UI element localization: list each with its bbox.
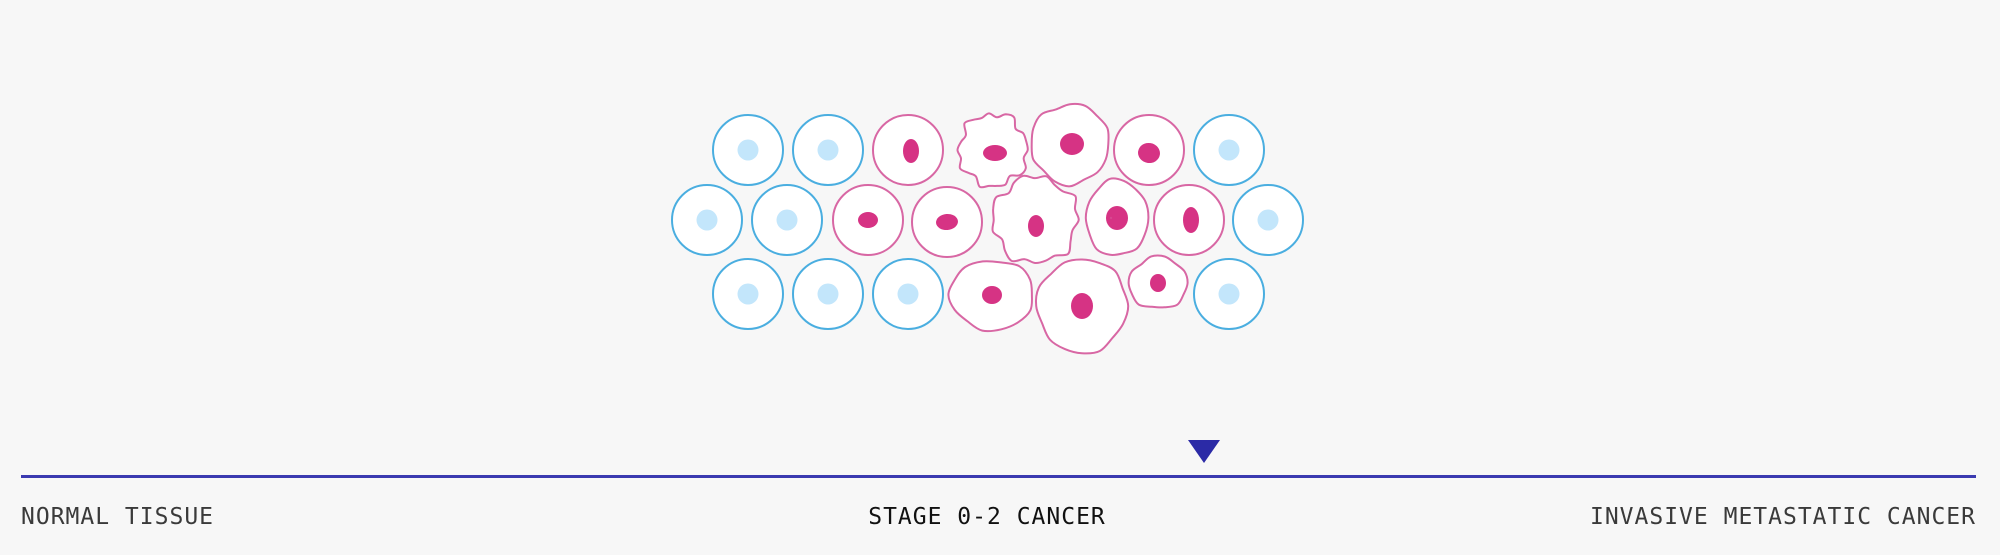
cancer-cell xyxy=(991,174,1080,265)
normal-cell-nucleus xyxy=(1218,139,1240,161)
cancer-cell xyxy=(1127,254,1189,309)
cancer-cell xyxy=(1035,258,1130,355)
cancer-cell xyxy=(956,112,1029,189)
cancer-cell-nucleus xyxy=(858,212,878,228)
normal-cell xyxy=(872,258,944,330)
normal-tissue-label: NORMAL TISSUE xyxy=(21,504,215,530)
normal-cell-nucleus xyxy=(817,139,839,161)
cancer-cell-nucleus xyxy=(1028,215,1044,237)
cancer-cell xyxy=(1113,114,1185,186)
normal-cell-nucleus xyxy=(1218,283,1240,305)
cancer-cell-nucleus xyxy=(903,139,919,163)
cancer-cell xyxy=(1153,184,1225,256)
cancer-cell xyxy=(1084,177,1150,256)
stage-label: STAGE 0-2 CANCER xyxy=(868,504,1106,530)
normal-cell xyxy=(1193,114,1265,186)
cancer-cell xyxy=(911,186,983,258)
cancer-cell-nucleus xyxy=(1138,142,1160,164)
normal-cell xyxy=(712,258,784,330)
cancer-cell xyxy=(1030,102,1110,188)
normal-cell-nucleus xyxy=(1257,209,1279,231)
normal-cell-nucleus xyxy=(897,283,919,305)
cancer-cell-nucleus xyxy=(983,145,1007,161)
normal-cell xyxy=(1193,258,1265,330)
normal-cell xyxy=(712,114,784,186)
normal-cell xyxy=(1232,184,1304,256)
cancer-cell-nucleus xyxy=(936,213,958,231)
cancer-cell-nucleus xyxy=(1060,133,1084,155)
progression-scale-line xyxy=(21,475,1976,478)
cancer-cell xyxy=(947,260,1034,333)
cancer-cell xyxy=(832,184,904,256)
normal-cell xyxy=(792,114,864,186)
cell-cluster xyxy=(671,102,1304,355)
invasive-cancer-label: INVASIVE METASTATIC CANCER xyxy=(1589,504,1976,530)
cancer-cell-nucleus xyxy=(1106,206,1128,230)
normal-cell xyxy=(751,184,823,256)
stage-marker-icon xyxy=(1188,440,1220,463)
normal-cell-nucleus xyxy=(817,283,839,305)
normal-cell-nucleus xyxy=(737,139,759,161)
cancer-cell-nucleus xyxy=(1183,207,1199,233)
cancer-cell-nucleus xyxy=(982,286,1002,304)
normal-cell-nucleus xyxy=(737,283,759,305)
normal-cell-nucleus xyxy=(696,209,718,231)
cancer-cell-nucleus xyxy=(1150,274,1166,292)
cancer-cell-nucleus xyxy=(1071,293,1093,319)
normal-cell xyxy=(671,184,743,256)
normal-cell xyxy=(792,258,864,330)
normal-cell-nucleus xyxy=(776,209,798,231)
cancer-cell xyxy=(872,114,944,186)
